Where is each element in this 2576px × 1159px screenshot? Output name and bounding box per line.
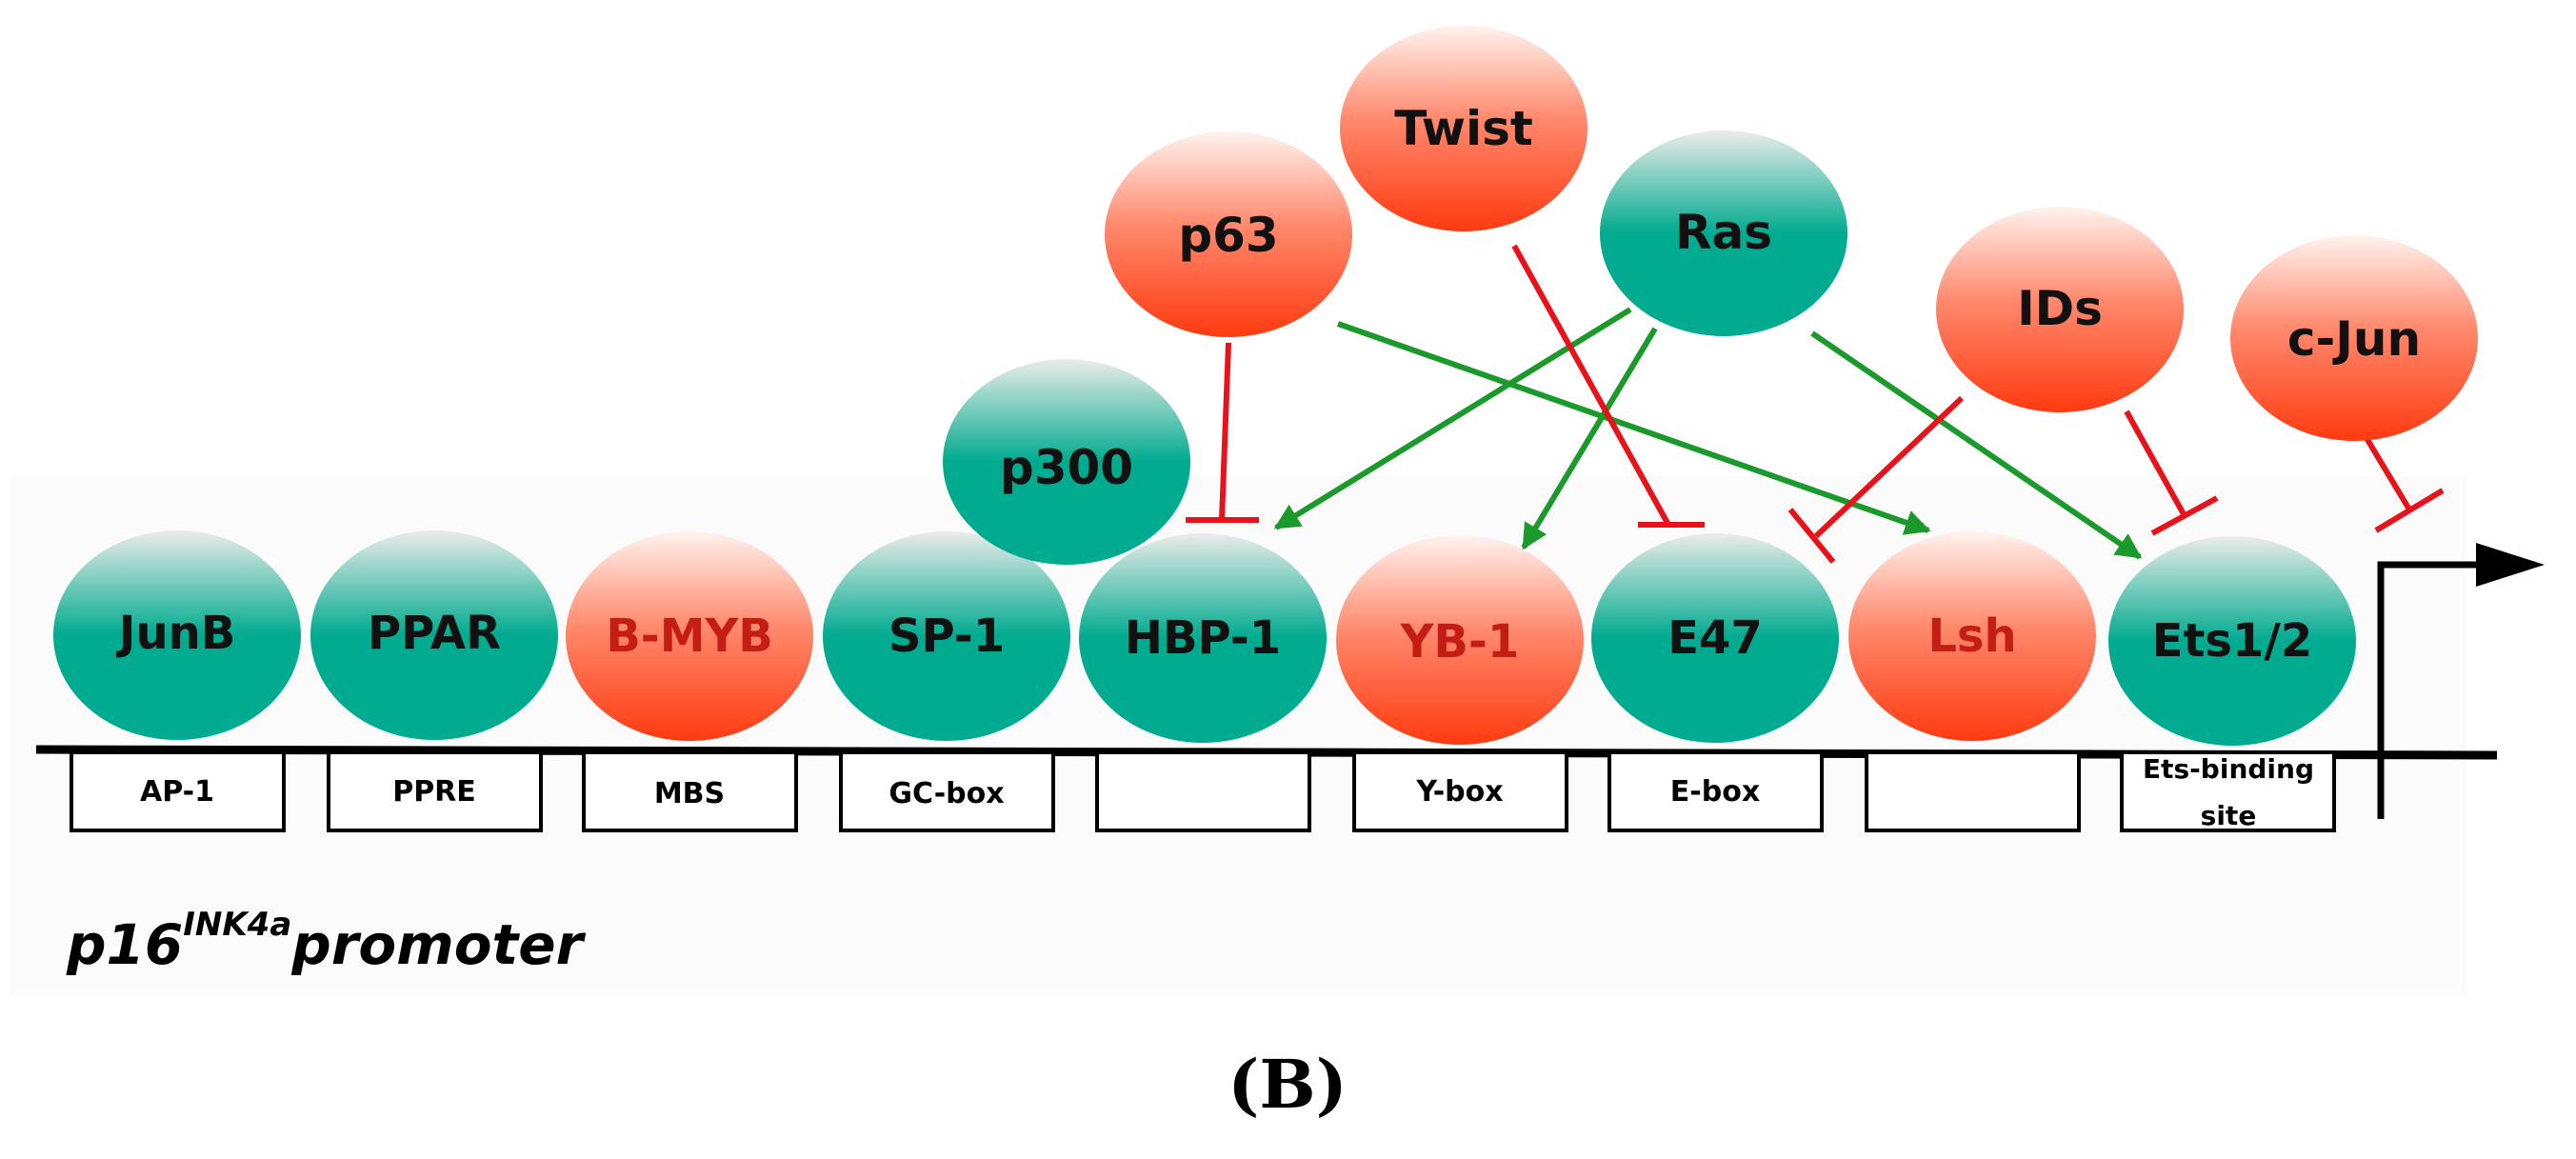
inhibit-ids-lsh: [1787, 395, 1965, 564]
site-label-ets-line1: Ets-binding: [2143, 753, 2314, 785]
factor-label-bmyb: B-MYB: [606, 609, 773, 663]
site-label-ybox: Y-box: [1415, 775, 1503, 809]
site-box-ets: [2120, 750, 2336, 832]
regulator-label-p63: p63: [1178, 208, 1278, 263]
regulator-twist: Twist: [1340, 26, 1588, 231]
factor-label-hbp1: HBP-1: [1125, 611, 1281, 665]
factor-yb1: YB-1: [1336, 535, 1584, 745]
factor-sp1: SP-1: [823, 531, 1070, 741]
site-label-ppre: PPRE: [392, 775, 476, 809]
factor-label-sp1: SP-1: [889, 609, 1005, 663]
arrow-ras-to-yb1: [1521, 327, 1658, 550]
factor-hbp1: HBP-1: [1079, 533, 1327, 743]
site-box-lsh: [1865, 750, 2081, 832]
site-label-ebox: E-box: [1670, 775, 1760, 809]
bound-factors: JunB PPAR B-MYB SP-1 HBP-1 p300 YB-1 E4: [53, 359, 2356, 746]
site-box-ppre: [327, 750, 543, 832]
regulator-label-ras: Ras: [1675, 205, 1772, 260]
site-box-mbs: [582, 750, 798, 832]
promoter-word: promoter: [290, 912, 586, 977]
factor-ppar: PPAR: [310, 530, 558, 740]
promoter-caption: p16INK4apromoter: [66, 906, 587, 977]
regulator-label-ids: IDs: [2017, 281, 2103, 336]
factor-ets: Ets1/2: [2108, 536, 2356, 746]
factor-bmyb: B-MYB: [566, 531, 813, 741]
site-label-gcbox: GC-box: [889, 777, 1004, 810]
factor-label-e47: E47: [1667, 611, 1763, 665]
upstream-regulators: p63 Twist Ras IDs c-Jun: [1105, 26, 2478, 441]
site-box-ybox: [1352, 750, 1568, 832]
regulator-ids: IDs: [1936, 207, 2184, 412]
factor-label-yb1: YB-1: [1400, 615, 1520, 669]
factor-e47: E47: [1591, 533, 1839, 743]
regulator-p63: p63: [1105, 131, 1352, 337]
factor-label-p300: p300: [1000, 440, 1133, 495]
site-box-hbp1: [1095, 750, 1311, 832]
site-box-ap1: [70, 750, 286, 832]
factor-junb: JunB: [53, 530, 301, 740]
inhibit-ids-ets: [2124, 410, 2219, 536]
regulator-label-cjun: c-Jun: [2287, 311, 2421, 367]
factor-label-ppar: PPAR: [368, 607, 501, 660]
site-box-ebox: [1608, 750, 1824, 832]
site-label-ets-line2: site: [2201, 800, 2257, 831]
regulator-ras: Ras: [1600, 130, 1847, 336]
binding-sites: [70, 750, 2336, 832]
factor-lsh: Lsh: [1848, 531, 2096, 741]
site-box-gcbox: [839, 750, 1055, 832]
site-label-ap1: AP-1: [140, 775, 214, 809]
promoter-superscript: INK4a: [183, 906, 291, 944]
transcription-start-arrow: [2377, 543, 2545, 819]
regulator-label-twist: Twist: [1394, 101, 1533, 156]
arrow-p63-to-lsh: [1337, 321, 1931, 535]
regulator-cjun: c-Jun: [2230, 235, 2478, 441]
regulation-edges: [1186, 244, 2445, 564]
factor-p300: p300: [943, 359, 1190, 565]
factor-label-junb: JunB: [116, 607, 236, 660]
inhibit-p63-hbp1: [1186, 342, 1259, 523]
site-label-mbs: MBS: [654, 777, 725, 810]
panel-label: (B): [1228, 1045, 1347, 1124]
factor-label-ets: Ets1/2: [2152, 614, 2313, 668]
factor-label-lsh: Lsh: [1927, 609, 2016, 663]
promoter-gene: p16: [66, 912, 183, 977]
arrow-ras-to-ets: [1810, 330, 2143, 560]
inhibit-twist-e47: [1511, 244, 1705, 528]
